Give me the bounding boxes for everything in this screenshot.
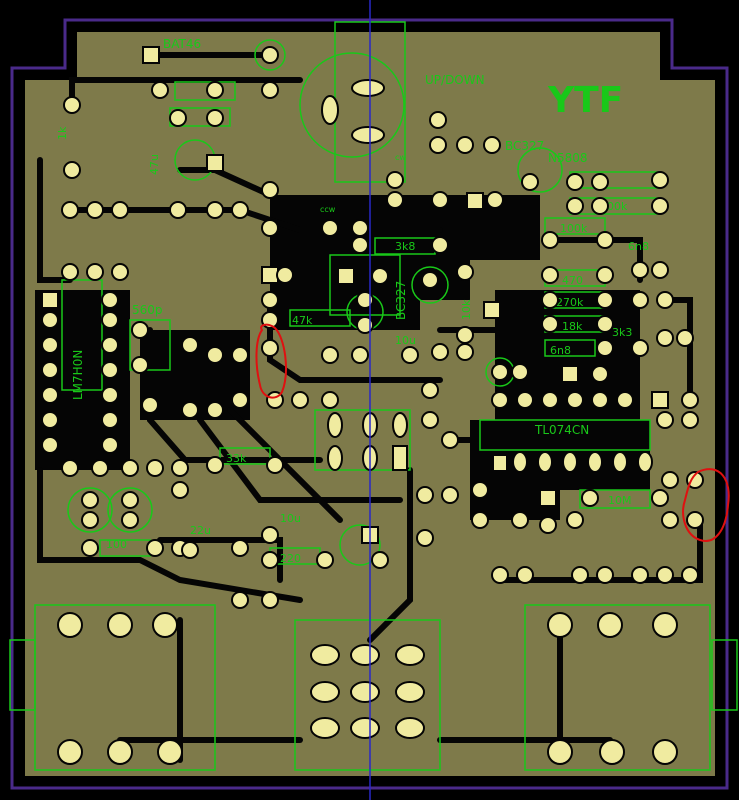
label-10m: 10M bbox=[608, 494, 632, 507]
label-1k: 1k bbox=[56, 126, 69, 140]
label-10u-b: 10u bbox=[280, 512, 301, 525]
silkscreen-labels: YTF BAT46 UP/DOWN cw ccw BC327 N5808 BC3… bbox=[56, 37, 649, 565]
label-3k3: 3k3 bbox=[612, 326, 632, 339]
red-annotations bbox=[255, 323, 730, 542]
pad-square bbox=[142, 46, 160, 64]
label-18k: 18k bbox=[562, 320, 583, 333]
label-bat46: BAT46 bbox=[163, 37, 201, 51]
label-470: 470 bbox=[562, 274, 583, 287]
label-cw: cw bbox=[395, 153, 406, 162]
label-10u-a: 10u bbox=[395, 334, 416, 347]
label-n5808: N5808 bbox=[548, 151, 588, 165]
label-270k: 270k bbox=[556, 296, 584, 309]
label-bc327-top: BC327 bbox=[505, 139, 544, 153]
label-33k: 33k bbox=[226, 452, 247, 465]
label-100k: 100k bbox=[560, 222, 588, 235]
label-560p: 560p bbox=[132, 303, 163, 317]
title-ytf: YTF bbox=[547, 80, 623, 121]
label-ccw: ccw bbox=[320, 205, 336, 214]
label-lm7: LM7H0N bbox=[71, 350, 85, 400]
pads bbox=[41, 46, 704, 765]
label-6n8b: 6n8 bbox=[628, 240, 649, 253]
label-bc327-mid: BC327 bbox=[394, 281, 408, 320]
traces bbox=[37, 52, 703, 763]
label-6n8: 6n8 bbox=[550, 344, 571, 357]
label-220: 220 bbox=[280, 552, 301, 565]
label-47u: 47u bbox=[148, 154, 161, 175]
label-3k8: 3k8 bbox=[395, 240, 415, 253]
label-updown: UP/DOWN bbox=[425, 73, 485, 87]
label-10k: 10k bbox=[460, 299, 473, 320]
label-100: 100 bbox=[106, 538, 127, 551]
label-47k: 47k bbox=[292, 314, 313, 327]
label-tl074: TL074CN bbox=[534, 423, 589, 437]
board-outline bbox=[10, 18, 729, 790]
label-22u: 22u bbox=[190, 524, 211, 537]
